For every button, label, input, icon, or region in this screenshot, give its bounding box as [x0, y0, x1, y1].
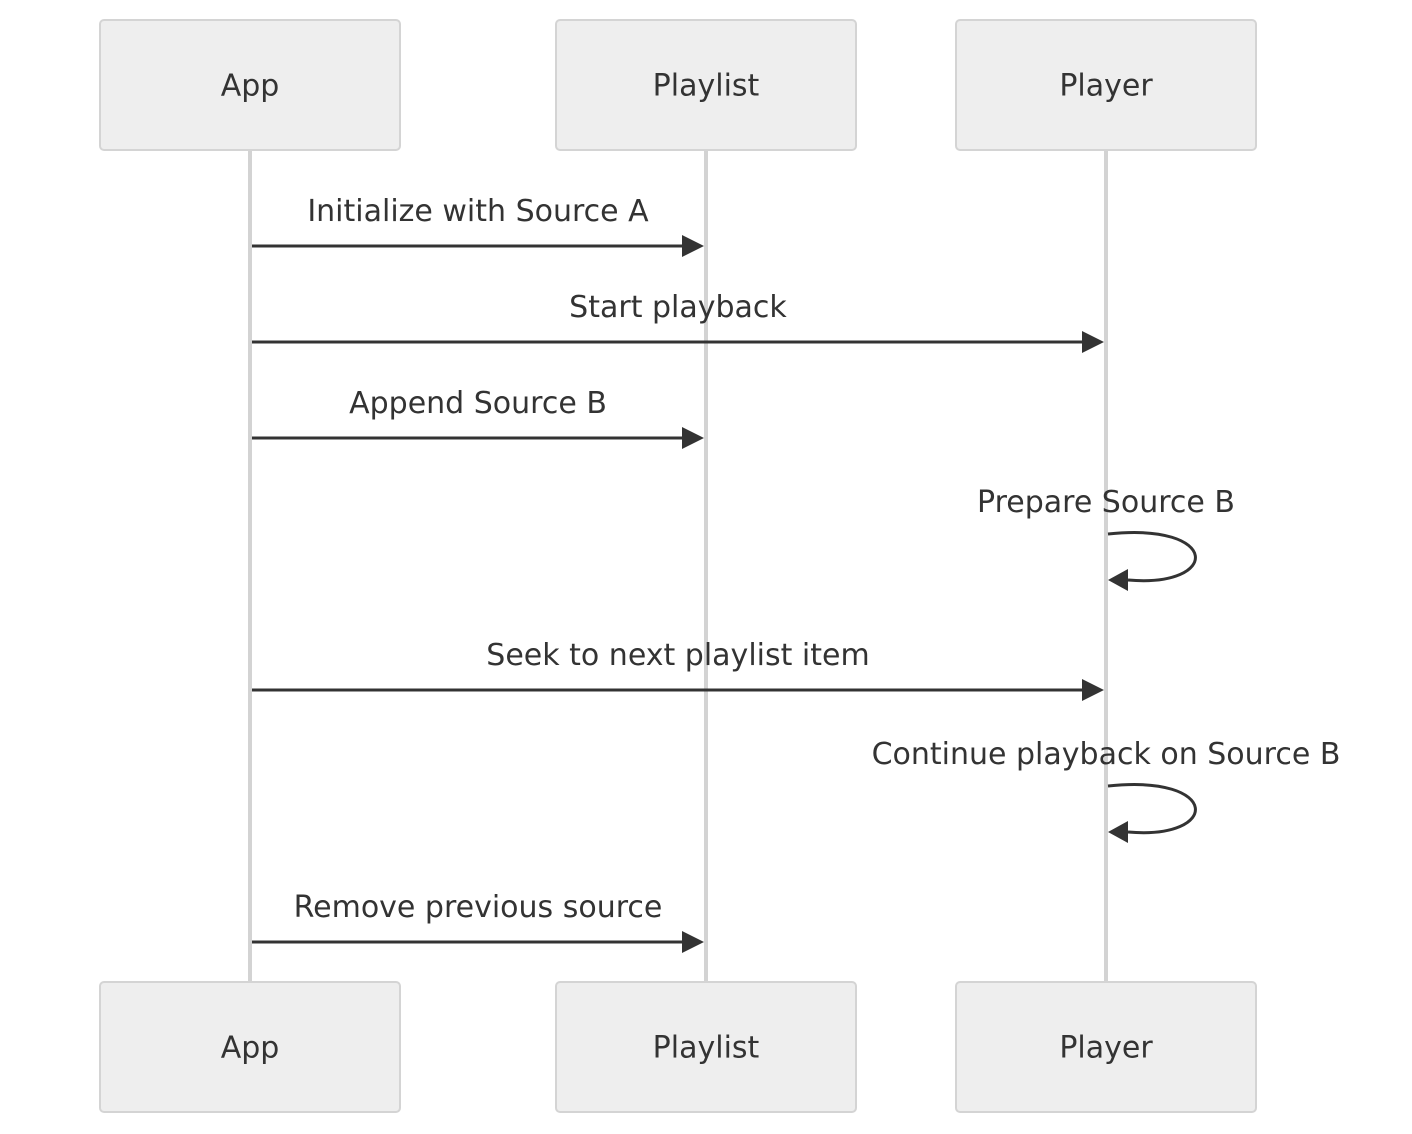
message-line: [1107, 531, 1197, 583]
actor-player-top: Player: [955, 19, 1257, 151]
message-arrowhead: [682, 235, 704, 257]
message-label: Initialize with Source A: [307, 194, 649, 229]
message-7: Remove previous source: [252, 890, 704, 953]
actors-top: App Playlist Player: [99, 19, 1257, 151]
actor-label-playlist: Playlist: [653, 1031, 760, 1066]
actor-label-playlist: Playlist: [653, 69, 760, 104]
message-3: Append Source B: [252, 386, 704, 449]
message-4: Prepare Source B: [977, 485, 1235, 591]
actor-playlist-bottom: Playlist: [555, 981, 857, 1113]
actor-label-app: App: [221, 1031, 280, 1066]
message-5: Seek to next playlist item: [252, 638, 1104, 701]
message-label: Prepare Source B: [977, 485, 1235, 520]
actor-label-app: App: [221, 69, 280, 104]
message-arrowhead: [1108, 569, 1128, 591]
message-arrowhead: [1082, 679, 1104, 701]
message-1: Initialize with Source A: [252, 194, 704, 257]
actor-box-player: [955, 19, 1257, 151]
message-6: Continue playback on Source B: [872, 737, 1341, 843]
actor-box-app: [99, 981, 401, 1113]
message-arrowhead: [682, 931, 704, 953]
actor-box-playlist: [555, 981, 857, 1113]
message-arrowhead: [682, 427, 704, 449]
messages: Initialize with Source A Start playbackAp…: [252, 194, 1340, 953]
message-label: Append Source B: [349, 386, 607, 421]
actors-bottom: App Playlist Player: [99, 981, 1257, 1113]
lifelines: [248, 150, 1108, 982]
actor-player-bottom: Player: [955, 981, 1257, 1113]
actor-box-app: [99, 19, 401, 151]
actor-box-playlist: [555, 19, 857, 151]
actor-label-player: Player: [1059, 69, 1153, 104]
actor-playlist-top: Playlist: [555, 19, 857, 151]
message-2: Start playback: [252, 290, 1104, 353]
message-line: [1107, 783, 1197, 835]
actor-label-player: Player: [1059, 1031, 1153, 1066]
message-label: Seek to next playlist item: [486, 638, 869, 673]
message-arrowhead: [1082, 331, 1104, 353]
message-label: Start playback: [569, 290, 787, 325]
message-label: Remove previous source: [294, 890, 663, 925]
message-label: Continue playback on Source B: [872, 737, 1341, 772]
message-arrowhead: [1108, 821, 1128, 843]
actor-box-player: [955, 981, 1257, 1113]
actor-app-bottom: App: [99, 981, 401, 1113]
actor-app-top: App: [99, 19, 401, 151]
